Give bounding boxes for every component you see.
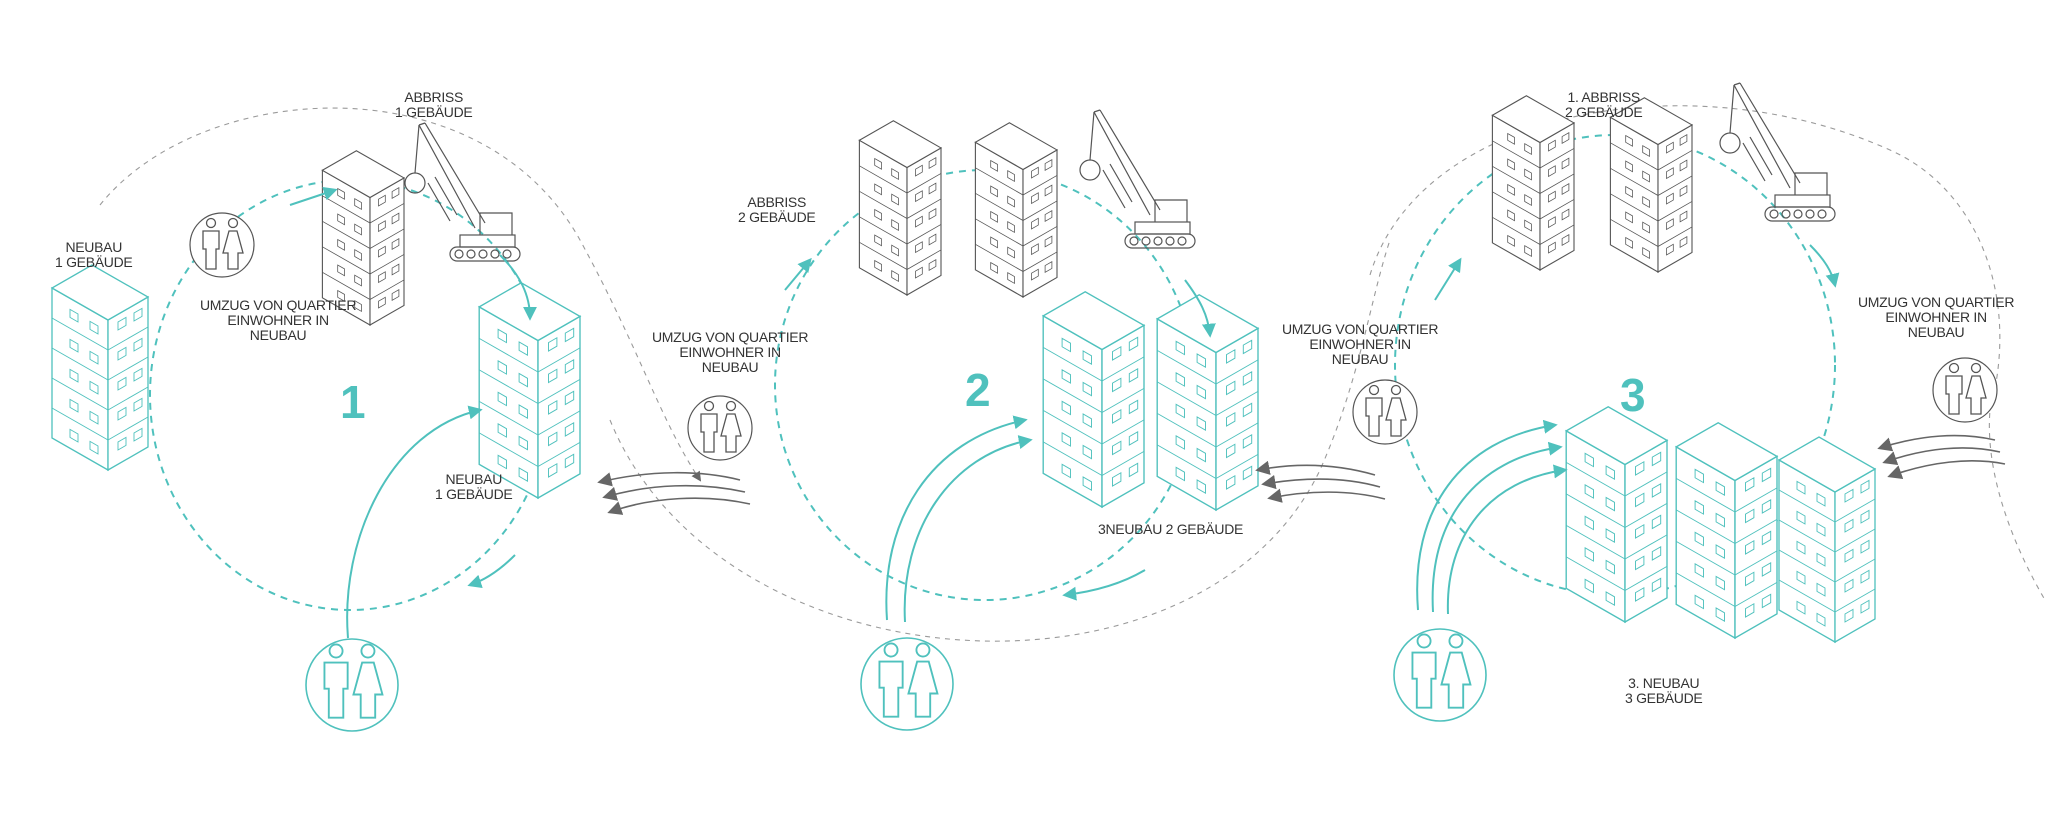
- stage-3-move-label-left: UMZUG VON QUARTIER EINWOHNER IN NEUBAU: [1282, 321, 1439, 367]
- building-icon: [1609, 97, 1693, 273]
- arrow-icon: [346, 405, 483, 639]
- stage-2-graphics: [784, 109, 1418, 731]
- stage-3-graphics: [1393, 82, 2006, 722]
- stage-1-graphics: [51, 122, 753, 732]
- arrow-icon: [885, 415, 1028, 621]
- building-icon: [858, 120, 942, 296]
- stage-2-new-building-label: 3NEUBAU 2 GEBÄUDE: [1098, 521, 1244, 537]
- crane-icon: [1079, 109, 1196, 249]
- building-icon: [1565, 406, 1668, 623]
- stage-1-demolition-label: ABBRISS 1 GEBÄUDE: [395, 89, 473, 120]
- stage-number: 2: [965, 364, 991, 416]
- stage-2-move-label: UMZUG VON QUARTIER EINWOHNER IN NEUBAU: [652, 329, 809, 375]
- stage-3-move-label-right: UMZUG VON QUARTIER EINWOHNER IN NEUBAU: [1858, 294, 2015, 340]
- stage-3-new-building-label: 3. NEUBAU 3 GEBÄUDE: [1625, 675, 1703, 706]
- stage-number: 3: [1620, 369, 1646, 421]
- building-icon: [1042, 291, 1145, 508]
- stage-1-new-building-label: NEUBAU 1 GEBÄUDE: [435, 471, 513, 502]
- building-icon: [51, 264, 149, 471]
- arrow-icon: [1416, 419, 1558, 611]
- stage-2-demolition-label: ABBRISS 2 GEBÄUDE: [738, 194, 816, 225]
- crane-icon: [404, 122, 521, 262]
- building-icon: [974, 122, 1058, 298]
- stage-3-demolition-label: 1. ABBRISS 2 GEBÄUDE: [1565, 89, 1643, 120]
- stage-1-existing-building-label: NEUBAU 1 GEBÄUDE: [55, 239, 133, 270]
- crane-icon: [1719, 82, 1836, 222]
- building-icon: [1778, 436, 1876, 643]
- building-icon: [1675, 422, 1778, 639]
- stage-number: 1: [340, 376, 366, 428]
- stage-1-move-label: UMZUG VON QUARTIER EINWOHNER IN NEUBAU: [200, 297, 357, 343]
- building-icon: [1156, 294, 1259, 511]
- building-icon: [1491, 95, 1575, 271]
